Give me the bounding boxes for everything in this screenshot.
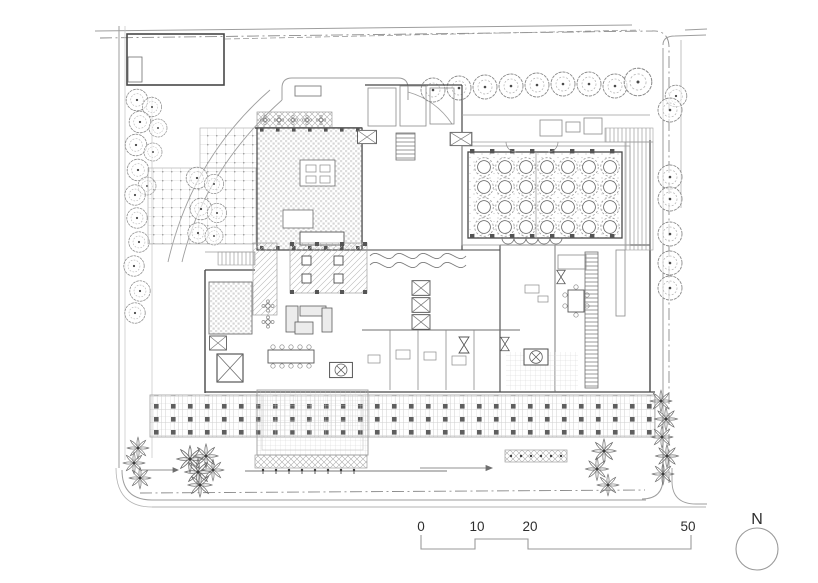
tree-icon [550,71,576,97]
spa-room [208,281,253,335]
tree-icon [148,118,168,138]
tree-icon [657,164,683,190]
tree-icon [472,74,498,100]
tree-icon [657,250,683,276]
tree-icon [129,280,151,302]
palm-icon [585,457,609,481]
tree-icon [124,133,148,157]
palm-icon [126,436,150,460]
tree-icon [498,73,524,99]
palm-icon [655,444,679,468]
banquet-hall [461,127,654,251]
tree-icon [203,173,225,195]
stair [395,132,416,161]
shaft-icon [208,335,228,351]
planter-squares [301,255,344,284]
tree-icon [123,255,145,277]
north-circle [735,527,779,571]
palm-icon [591,438,617,464]
tree-icon [124,184,146,206]
tree-icon [657,186,683,212]
north-indicator: N [735,511,779,571]
tree-icon [657,221,683,247]
skylight-icon [329,361,353,379]
shaft-icon [357,129,377,145]
service-core [357,85,603,366]
revolving-door-icon [556,269,566,285]
tree-icon [602,73,628,99]
scale-bar: 0 10 20 50 [417,519,696,550]
skylight-icon [523,348,549,366]
tree-icon [576,71,602,97]
north-label: N [751,511,763,528]
courtyard-columns [290,242,367,294]
west-wing [208,251,353,383]
stair [584,251,599,389]
service-room [127,56,143,83]
tree-icon [143,142,163,162]
east-wing [506,249,626,390]
scale-label-0: 0 [417,519,425,534]
sofa-group [285,305,333,335]
entry-canopy [217,251,256,266]
scale-label-20: 20 [522,519,537,534]
trellis-north [604,127,654,143]
trellis-east [624,141,654,251]
tree-icon [187,222,209,244]
tree-icon [128,110,152,134]
central-courtyard [252,242,368,316]
dining-table [562,284,590,318]
revolving-door-icon [458,336,470,354]
tree-icon [126,207,148,229]
communal-table [267,344,315,369]
revolving-door-icon [500,336,510,352]
tree-icon [524,72,550,98]
door-swings [505,141,559,153]
elevator-bank [411,280,431,330]
car-symbol [294,85,322,97]
palm-icon [122,451,146,475]
restaurant [256,111,363,251]
entry-paving-band [254,454,368,469]
scale-label-50: 50 [680,519,695,534]
tree-icon [657,275,683,301]
east-bollards [509,454,563,458]
terrace-seating [256,111,333,129]
tree-icon [420,77,446,103]
south-plaza [149,389,656,475]
palm-icon [128,466,152,490]
palm-icon [654,407,678,431]
east-paving-band [504,449,568,463]
tree-icon [206,202,228,224]
entry-court [256,389,369,456]
buffet-counter [369,253,467,259]
service-building [126,33,225,86]
tree-icon [128,231,150,253]
tree-icon [124,302,146,324]
palm-icon [596,473,620,497]
entry-drapes [501,237,563,245]
banquette [282,209,314,229]
tree-icon [657,97,683,123]
service-elevator [216,353,244,383]
scale-label-10: 10 [469,519,484,534]
shaft-icon [449,131,473,147]
tree-icon [204,226,224,246]
garden-terrace [147,127,258,246]
cafe-table-icon [261,315,275,329]
tree-icon [623,67,653,97]
palm-icon [201,458,225,482]
